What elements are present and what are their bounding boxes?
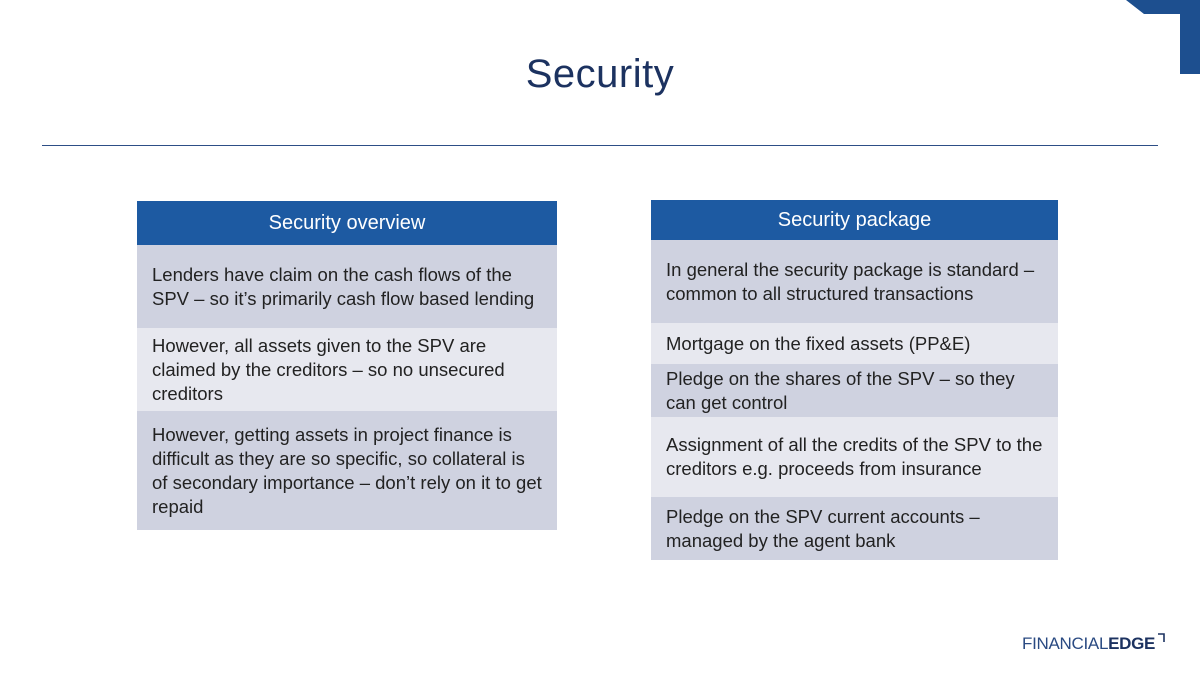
logo-corner-icon bbox=[1158, 633, 1165, 642]
overview-row: However, getting assets in project finan… bbox=[137, 411, 557, 530]
logo-text-edge: EDGE bbox=[1108, 634, 1156, 653]
security-overview-panel: Security overview Lenders have claim on … bbox=[137, 201, 557, 530]
corner-accent bbox=[1126, 0, 1200, 74]
package-row: Pledge on the shares of the SPV – so the… bbox=[651, 364, 1058, 417]
security-overview-header: Security overview bbox=[137, 201, 557, 245]
security-package-header: Security package bbox=[651, 200, 1058, 240]
package-row: Pledge on the SPV current accounts – man… bbox=[651, 497, 1058, 560]
slide-title: Security bbox=[525, 52, 675, 96]
overview-row: Lenders have claim on the cash flows of … bbox=[137, 245, 557, 328]
package-row: In general the security package is stand… bbox=[651, 240, 1058, 323]
overview-row: However, all assets given to the SPV are… bbox=[137, 328, 557, 411]
package-row: Assignment of all the credits of the SPV… bbox=[651, 417, 1058, 497]
security-package-panel: Security package In general the security… bbox=[651, 200, 1058, 560]
title-divider bbox=[42, 145, 1158, 146]
package-row: Mortgage on the fixed assets (PP&E) bbox=[651, 323, 1058, 364]
logo-text-financial: FINANCIAL bbox=[1022, 634, 1109, 653]
financial-edge-logo: FINANCIALEDGE bbox=[1022, 633, 1165, 654]
